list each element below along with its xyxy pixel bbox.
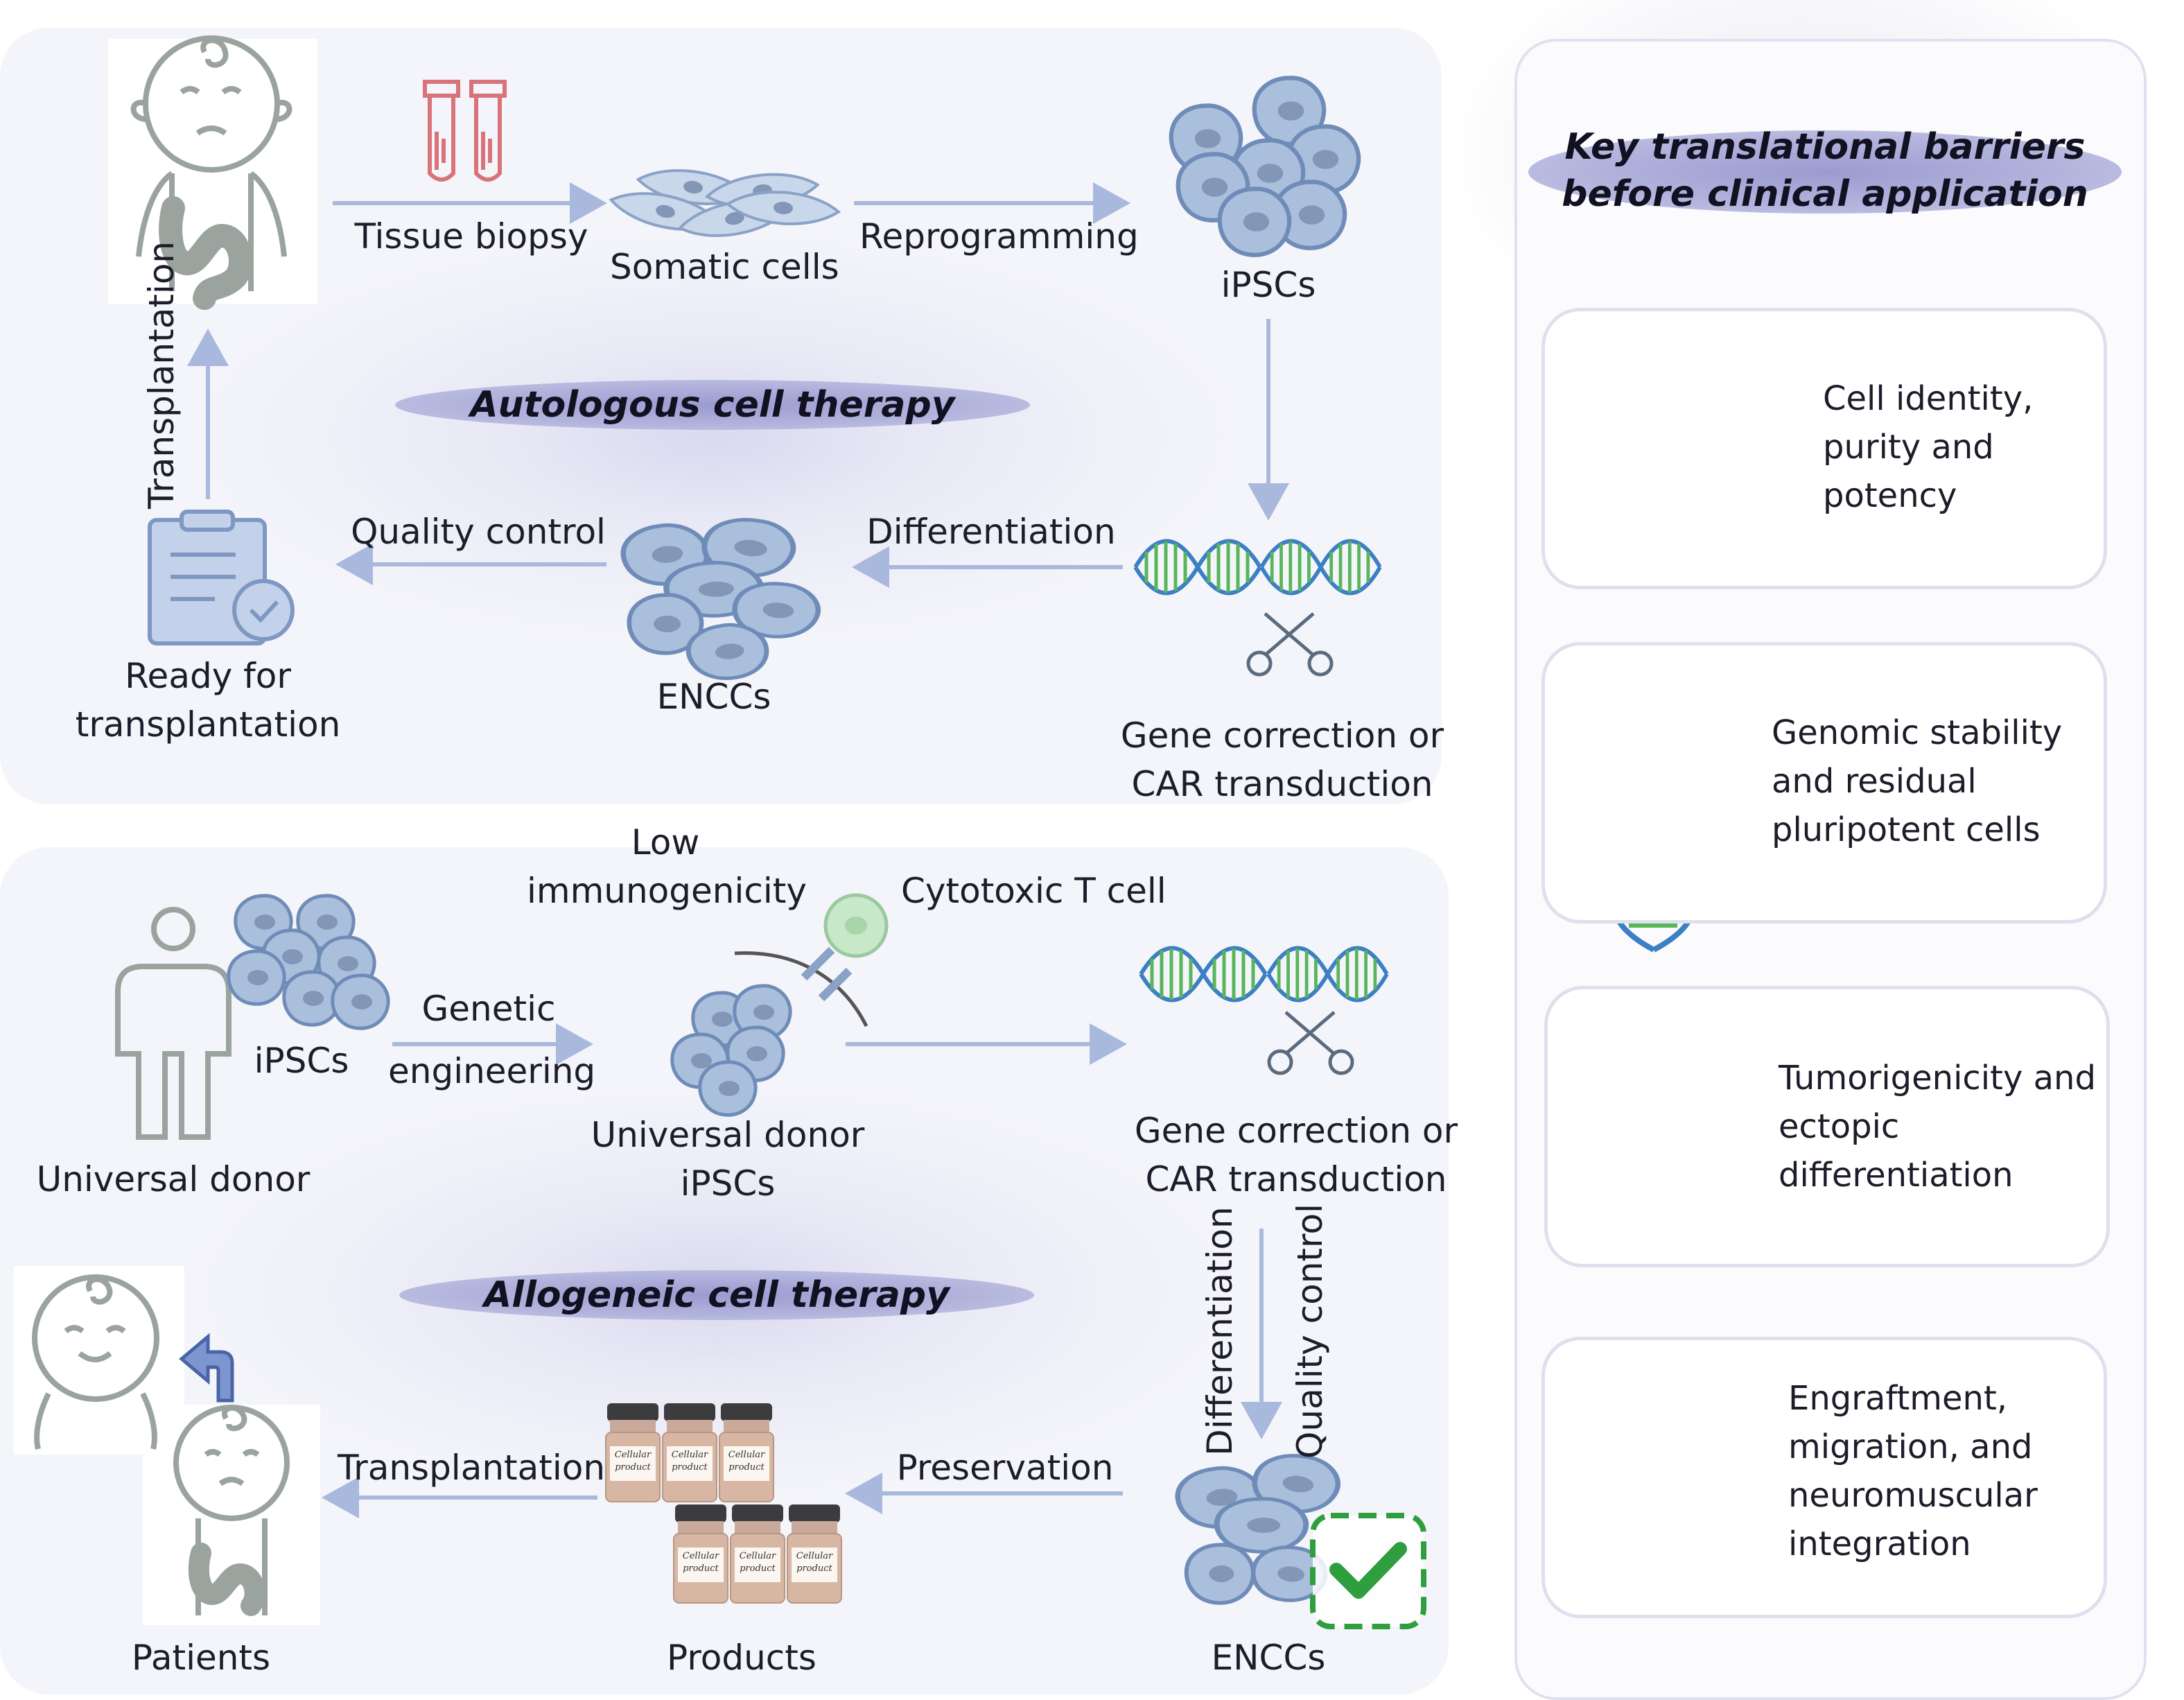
donor-ipsc-cluster-icon — [229, 896, 388, 1028]
barrier-text-genomic-stability: Genomic stability and residual pluripote… — [1772, 713, 2063, 849]
ipscs-label: iPSCs — [1221, 265, 1316, 305]
ready-for-label: Ready for — [125, 656, 291, 696]
preservation-label: Preservation — [896, 1448, 1114, 1488]
barrier-card-genomic-stability — [1541, 642, 2107, 923]
autologous-banner — [395, 380, 1030, 430]
patients-label: Patients — [131, 1638, 271, 1678]
somatic-cells-label: Somatic cells — [610, 247, 839, 287]
intestine-icon — [159, 196, 253, 310]
return-arrow-icon — [179, 1333, 234, 1403]
t-cell-icon — [801, 893, 889, 1002]
ipsc-cluster-icon — [1171, 78, 1359, 254]
clipboard-check-icon — [148, 510, 295, 645]
allogeneic-title: Allogeneic cell therapy — [484, 1274, 950, 1316]
somatic-cells-icon — [606, 162, 841, 245]
car-transduction-label: CAR transduction — [1131, 764, 1433, 804]
barrier-card-tumorigenicity — [1544, 986, 2110, 1267]
allo-gene-correction-label: Gene correction or — [1134, 1111, 1458, 1151]
universal-donor-label: Universal donor — [36, 1159, 311, 1199]
allo-quality-control-vertical-label: Quality control — [1290, 1204, 1330, 1459]
approved-check-icon — [1310, 1513, 1426, 1629]
autologous-title: Autologous cell therapy — [470, 384, 955, 426]
tissue-biopsy-label: Tissue biopsy — [354, 216, 588, 257]
barrier-text-tumorigenicity: Tumorigenicity and ectopic differentiati… — [1779, 1059, 2096, 1195]
products-label: Products — [667, 1638, 816, 1678]
barrier-card-cell-identity — [1541, 308, 2107, 589]
patient-baby-icon — [173, 1405, 290, 1615]
allo-dna-editing-icon — [1141, 948, 1387, 1074]
universal-ipsc-cluster-icon — [672, 986, 790, 1115]
dna-editing-icon — [1135, 541, 1380, 675]
allo-enccs-label: ENCCs — [1211, 1638, 1326, 1678]
cytotoxic-t-cell-label: Cytotoxic T cell — [901, 871, 1167, 911]
universal-donor-ipscs-line1: Universal donor — [591, 1115, 865, 1155]
differentiation-label: Differentiation — [866, 512, 1116, 552]
barriers-banner — [1528, 130, 2122, 214]
healthy-baby-icon — [32, 1274, 159, 1450]
gene-correction-label: Gene correction or — [1120, 715, 1444, 756]
universal-donor-ipscs-line2: iPSCs — [680, 1163, 776, 1204]
donor-ipscs-label: iPSCs — [254, 1041, 349, 1081]
engineering-label: engineering — [388, 1051, 596, 1091]
transplantation-line-label: transplantation — [75, 704, 341, 745]
barrier-card-engraftment — [1541, 1337, 2107, 1618]
enccs-cluster-icon — [618, 513, 825, 683]
immunogenicity-label: immunogenicity — [527, 871, 807, 911]
reprogramming-label: Reprogramming — [859, 216, 1139, 257]
allo-car-transduction-label: CAR transduction — [1145, 1159, 1447, 1199]
transplantation-vertical-label: Transplantation — [141, 241, 182, 509]
quality-control-label: Quality control — [351, 512, 606, 552]
barrier-text-engraftment: Engraftment, migration, and neuromuscula… — [1788, 1379, 2038, 1563]
allo-differentiation-vertical-label: Differentiation — [1200, 1206, 1240, 1456]
test-tubes-icon — [423, 80, 507, 182]
enccs-label: ENCCs — [656, 677, 771, 717]
genetic-label: Genetic — [421, 989, 556, 1029]
allogeneic-banner — [399, 1270, 1034, 1320]
barriers-title-line1: Key translational barriers — [1564, 126, 2086, 168]
barriers-title-line2: before clinical application — [1562, 173, 2088, 215]
allo-transplantation-label: Transplantation — [337, 1448, 606, 1488]
low-label: Low — [631, 822, 700, 862]
barrier-text-cell-identity: Cell identity, purity and potency — [1823, 379, 2034, 515]
sick-baby-icon — [130, 35, 292, 291]
universal-donor-icon — [115, 907, 231, 1140]
